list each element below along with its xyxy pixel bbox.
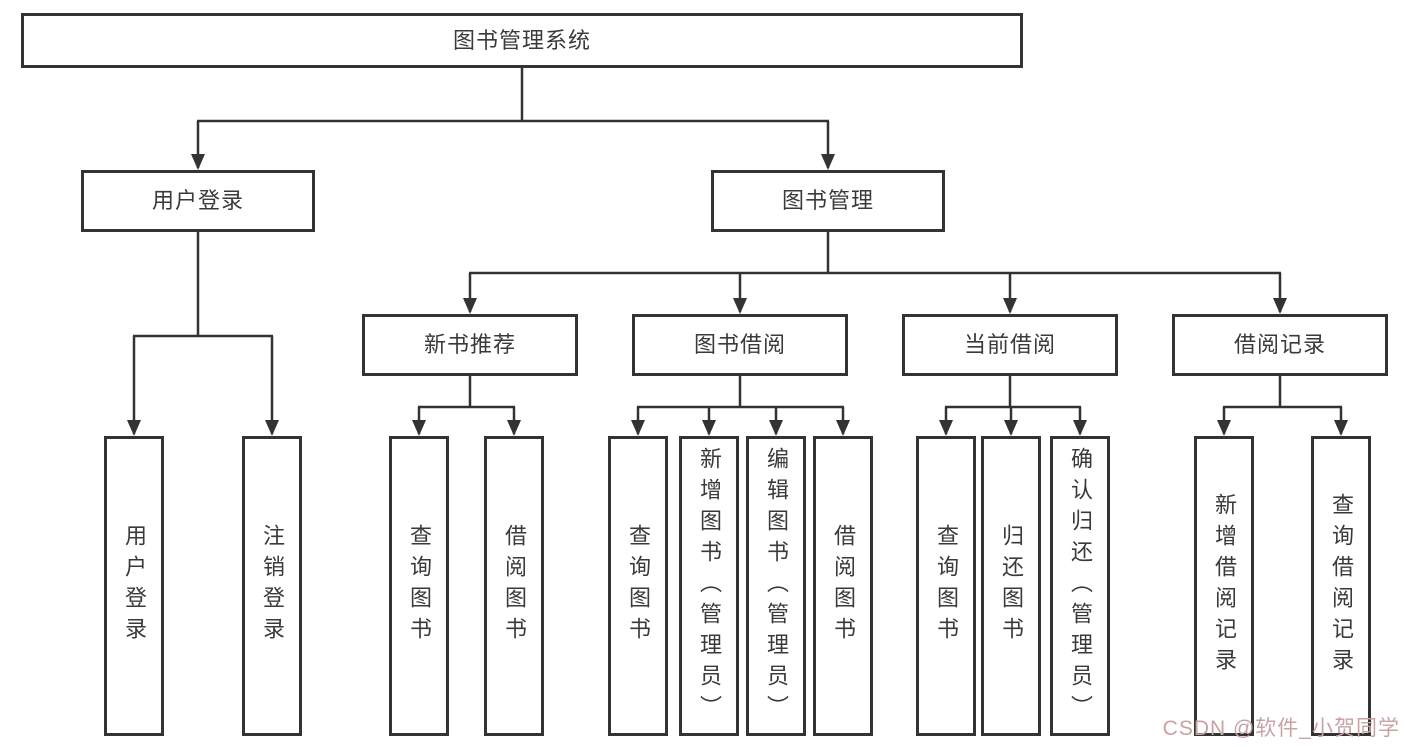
node-root: 图书管理系统: [21, 13, 1023, 68]
node-label: 新增借阅记录: [1212, 493, 1237, 679]
leaf-borrow-books-recommend: 借阅图书: [484, 436, 544, 736]
leaf-add-borrow-record: 新增借阅记录: [1194, 436, 1254, 736]
leaf-query-books-borrowing: 查询图书: [608, 436, 668, 736]
node-book-borrowing: 图书借阅: [632, 314, 848, 376]
leaf-add-books-admin: 新增图书（管理员）: [679, 436, 739, 736]
node-label: 新书推荐: [423, 332, 516, 357]
leaf-borrow-books: 借阅图书: [813, 436, 873, 736]
leaf-query-books-current: 查询图书: [916, 436, 976, 736]
node-label: 图书管理: [781, 188, 874, 213]
node-label: 注销登录: [260, 524, 285, 648]
leaf-query-books-recommend: 查询图书: [389, 436, 449, 736]
node-label: 借阅记录: [1233, 332, 1326, 357]
watermark: CSDN @软件_小贺同学: [1162, 717, 1400, 740]
node-label: 当前借阅: [963, 332, 1056, 357]
node-borrowing-records: 借阅记录: [1172, 314, 1388, 376]
leaf-user-login: 用户登录: [104, 436, 164, 736]
node-label: 新增图书（管理员）: [697, 446, 722, 726]
node-user-login-branch: 用户登录: [81, 170, 315, 232]
leaf-edit-books-admin: 编辑图书（管理员）: [746, 436, 806, 736]
node-book-management-branch: 图书管理: [711, 170, 945, 232]
leaf-logout: 注销登录: [242, 436, 302, 736]
node-label: 编辑图书（管理员）: [764, 446, 789, 726]
node-label: 用户登录: [122, 524, 147, 648]
leaf-return-books: 归还图书: [981, 436, 1041, 736]
node-label: 用户登录: [151, 188, 244, 213]
node-label: 确认归还（管理员）: [1068, 446, 1093, 726]
node-label: 查询图书: [626, 524, 651, 648]
leaf-query-borrow-record: 查询借阅记录: [1311, 436, 1371, 736]
connector-arrowheads: [127, 154, 1348, 436]
leaf-confirm-return-admin: 确认归还（管理员）: [1050, 436, 1110, 736]
node-label: 图书管理系统: [452, 27, 591, 53]
node-label: 图书借阅: [693, 332, 786, 357]
node-label: 借阅图书: [831, 524, 856, 648]
node-label: 查询图书: [407, 524, 432, 648]
node-current-borrowing: 当前借阅: [902, 314, 1118, 376]
connector-lines: [132, 68, 1343, 434]
node-label: 查询图书: [934, 524, 959, 648]
node-label: 借阅图书: [502, 524, 527, 648]
node-label: 查询借阅记录: [1329, 493, 1354, 679]
node-new-book-recommend: 新书推荐: [362, 314, 578, 376]
node-label: 归还图书: [999, 524, 1024, 648]
